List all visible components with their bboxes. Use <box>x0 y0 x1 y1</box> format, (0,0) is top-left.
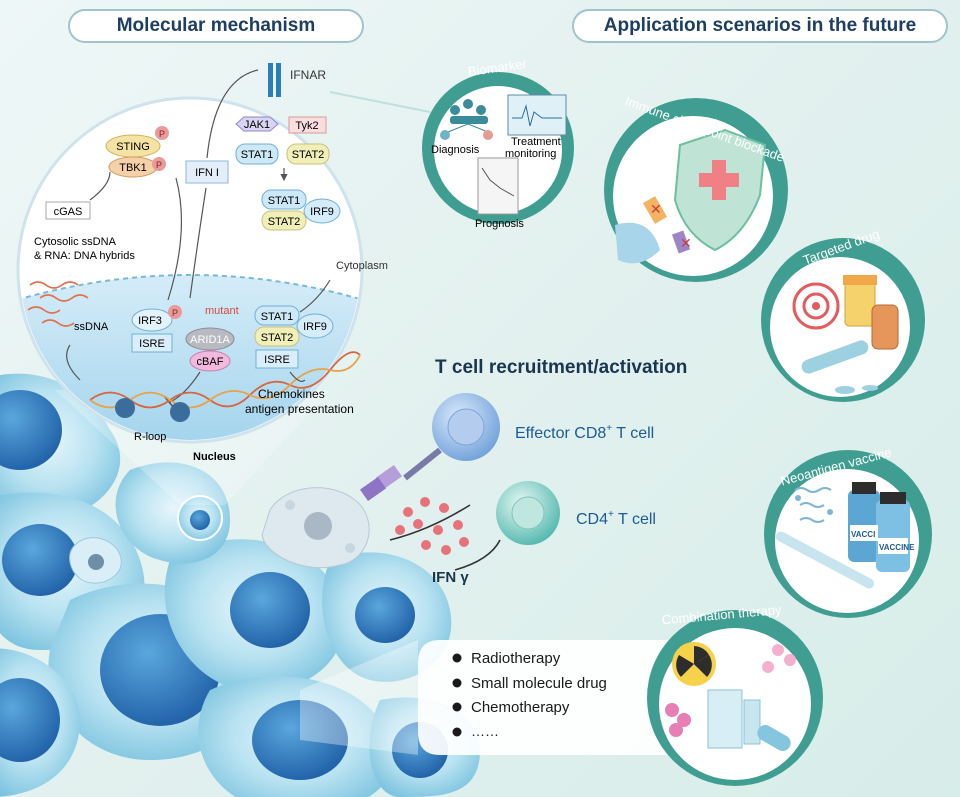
jak1-node: JAK1 <box>235 116 279 132</box>
rloop-label: R-loop <box>134 431 166 443</box>
arid1a-label: ARID1A <box>190 334 230 346</box>
chemokines-label: Chemokines <box>258 387 325 401</box>
cytosolic-line2: & RNA: DNA hybrids <box>34 250 135 262</box>
combination-item-1: Radiotherapy <box>471 650 561 667</box>
diagnosis-label: Diagnosis <box>431 144 480 156</box>
cbaf-node: cBAF <box>189 350 231 372</box>
stat1-top-node: STAT1 <box>235 143 279 165</box>
combination-therapy-circle <box>647 610 823 786</box>
treatment-label-2: monitoring <box>505 148 556 160</box>
ifn-i-node: IFN I <box>185 160 229 184</box>
cd4-t-cell <box>496 481 560 545</box>
isre-right-label: ISRE <box>264 354 290 366</box>
irf9-mid-label: IRF9 <box>310 206 334 218</box>
cd8-label: Effector CD8+ T cell <box>515 423 654 442</box>
ifnar-receptor <box>268 63 281 97</box>
tbk1-node: TBK1 P <box>108 156 166 178</box>
isre-left-label: ISRE <box>139 338 165 350</box>
stat1-nuc-label: STAT1 <box>261 311 294 323</box>
cd8-t-cell <box>432 393 500 461</box>
ssdna-label: ssDNA <box>74 321 109 333</box>
sting-label: STING <box>116 141 150 153</box>
cytosolic-dna-strands <box>27 281 89 327</box>
tyk2-node: Tyk2 <box>288 116 327 134</box>
svg-text:✕: ✕ <box>680 235 692 251</box>
sting-p-label: P <box>159 129 165 139</box>
cytosolic-line1: Cytosolic ssDNA <box>34 236 117 248</box>
stat2-nuc-label: STAT2 <box>261 332 294 344</box>
cd8-label-tail: T cell <box>612 425 654 442</box>
cd4-label: CD4+ T cell <box>576 509 656 528</box>
jak1-label: JAK1 <box>244 119 270 131</box>
tbk1-p-label: P <box>156 160 162 170</box>
svg-text:✕: ✕ <box>650 201 662 217</box>
tcr-mhc-complex <box>359 447 442 502</box>
nucleus-label: Nucleus <box>193 451 236 463</box>
treatment-label-1: Treatment <box>511 136 561 148</box>
combination-panel <box>300 640 700 755</box>
ifn-gamma-label: IFN γ <box>432 569 469 586</box>
irf3-label: IRF3 <box>138 315 162 327</box>
prognosis-label: Prognosis <box>475 218 524 230</box>
irf3-p-label: P <box>172 308 178 318</box>
tyk2-label: Tyk2 <box>295 120 318 132</box>
irf9-nuc-label: IRF9 <box>303 321 327 333</box>
dying-tumor-cell <box>261 487 370 569</box>
cd4-label-tail: T cell <box>614 511 656 528</box>
nucleosome-1 <box>115 398 135 418</box>
cd4-label-sup: + <box>608 509 614 520</box>
neoantigen-vaccine-circle <box>764 450 932 618</box>
combination-item-2: Small molecule drug <box>471 675 607 692</box>
mutant-label: mutant <box>205 305 239 317</box>
tbk1-label: TBK1 <box>119 162 147 174</box>
cd8-label-sup: + <box>606 423 612 434</box>
stat2-mid-label: STAT2 <box>268 216 301 228</box>
irf3-node: IRF3 P <box>131 305 182 332</box>
targeted-drug-circle <box>761 238 925 402</box>
cgas-node: cGAS <box>45 201 91 220</box>
ifn-i-label: IFN I <box>195 167 219 179</box>
isre-left-node: ISRE <box>131 333 173 353</box>
combination-item-3: Chemotherapy <box>471 699 570 716</box>
combination-list: Radiotherapy Small molecule drug Chemoth… <box>452 650 607 739</box>
stat1-top-label: STAT1 <box>241 149 274 161</box>
stat2-top-node: STAT2 <box>286 143 330 165</box>
cytoplasm-label: Cytoplasm <box>336 260 388 272</box>
combination-item-4: …… <box>471 723 499 739</box>
tcell-title: T cell recruitment/activation <box>435 357 687 378</box>
molecular-mechanism-header: Molecular mechanism <box>68 9 364 43</box>
dna-helix <box>89 351 361 409</box>
isgf3-cytoplasm-complex: STAT1 STAT2 IRF9 <box>261 189 341 231</box>
cbaf-label: cBAF <box>197 356 224 368</box>
nucleosome-2 <box>170 402 190 422</box>
ifnar-label: IFNAR <box>290 68 326 82</box>
checkpoint-circle: ✕ ✕ <box>604 98 788 282</box>
cd4-label-main: CD4 <box>576 511 608 528</box>
cd8-label-main: Effector CD8 <box>515 425 606 442</box>
isgf3-nucleus-complex: STAT1 STAT2 IRF9 ISRE <box>254 305 334 369</box>
cgas-label: cGAS <box>54 206 83 218</box>
vaccine-vial-label-1: VACCI <box>851 530 875 539</box>
stat1-mid-label: STAT1 <box>268 195 301 207</box>
ifn-gamma-dots <box>395 497 469 555</box>
arid1a-node: ARID1A <box>185 327 235 351</box>
vaccine-vial-label-2: VACCINE <box>879 543 915 552</box>
stat2-top-label: STAT2 <box>292 149 325 161</box>
antigen-presentation-label: antigen presentation <box>245 402 354 416</box>
biomarker-circle <box>422 72 574 224</box>
application-scenarios-header: Application scenarios in the future <box>572 9 948 43</box>
